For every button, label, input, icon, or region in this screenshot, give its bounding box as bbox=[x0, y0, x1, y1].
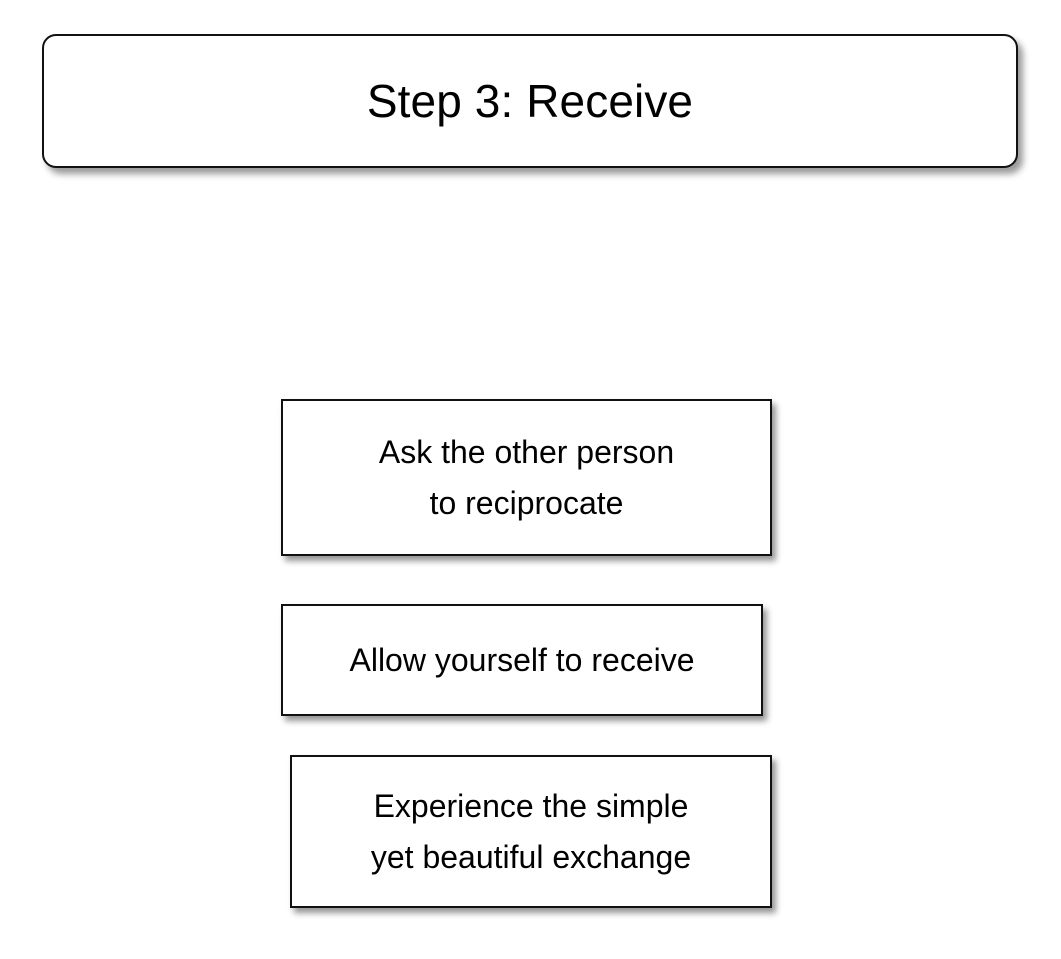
step-node-label: Ask the other person to reciprocate bbox=[378, 433, 675, 521]
diagram-title-label: Step 3: Receive bbox=[366, 75, 694, 127]
diagram-title-node[interactable]: Step 3: Receive bbox=[42, 34, 1018, 168]
step-node-allow-receive[interactable]: Allow yourself to receive bbox=[281, 604, 763, 716]
step-node-experience-exchange[interactable]: Experience the simple yet beautiful exch… bbox=[290, 755, 772, 908]
step-node-ask-reciprocate[interactable]: Ask the other person to reciprocate bbox=[281, 399, 772, 556]
step-node-label: Experience the simple yet beautiful exch… bbox=[370, 787, 692, 875]
step-node-label: Allow yourself to receive bbox=[349, 641, 695, 678]
